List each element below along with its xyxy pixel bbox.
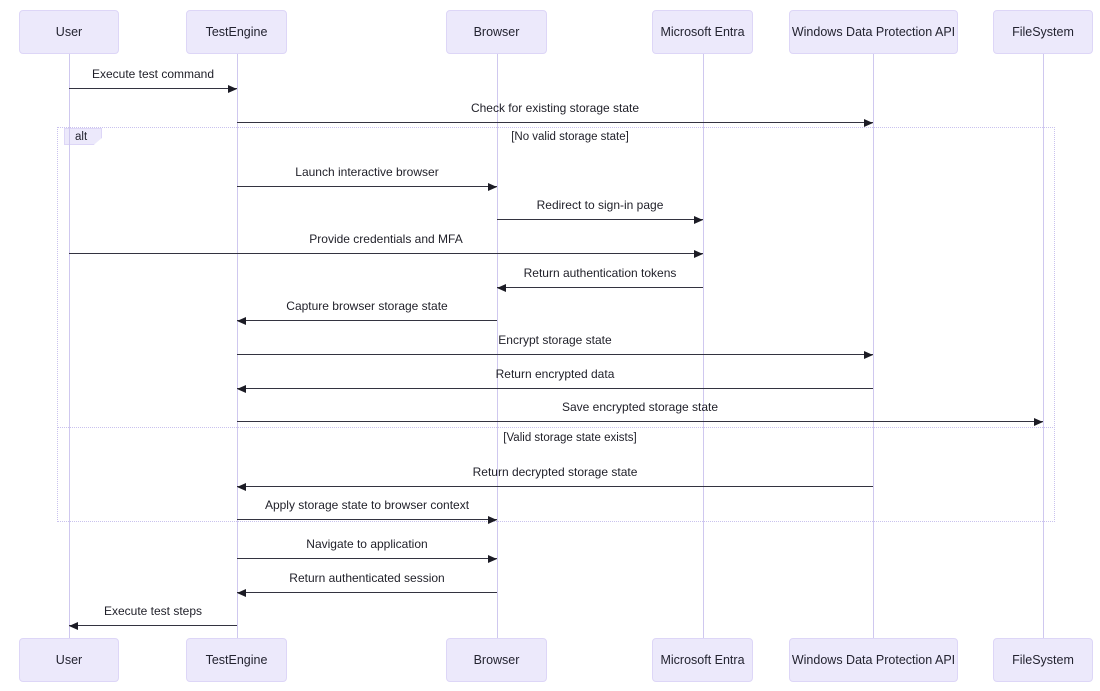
alt-frame (57, 127, 1055, 522)
message-line (497, 287, 703, 288)
participant-label: Microsoft Entra (660, 25, 745, 39)
participant-label: Browser (473, 653, 520, 667)
participant-fs-top[interactable]: FileSystem (993, 10, 1093, 54)
participant-label: TestEngine (205, 653, 268, 667)
alt-frame-tag: alt (64, 128, 102, 145)
message-label: Launch interactive browser (295, 165, 439, 179)
participant-label: FileSystem (1012, 25, 1074, 39)
arrowhead-right (864, 118, 873, 127)
message-label: Apply storage state to browser context (264, 498, 470, 512)
message-line (69, 253, 703, 254)
arrowhead-right (488, 554, 497, 563)
arrowhead-right (694, 215, 703, 224)
message-label: Return authentication tokens (523, 266, 677, 280)
arrowhead-right (864, 350, 873, 359)
arrowhead-right (694, 249, 703, 258)
alt-frame-divider (57, 427, 1055, 428)
arrowhead-left (497, 283, 506, 292)
arrowhead-left (237, 384, 246, 393)
message-label: Execute test steps (103, 604, 203, 618)
message-label: Return encrypted data (495, 367, 615, 381)
arrowhead-right (1034, 417, 1043, 426)
message-line (237, 320, 497, 321)
participant-entra-bottom[interactable]: Microsoft Entra (652, 638, 753, 682)
participant-browser-bottom[interactable]: Browser (446, 638, 547, 682)
message-line (237, 592, 497, 593)
lifeline-dpapi (873, 54, 874, 638)
message-label: Check for existing storage state (470, 101, 640, 115)
message-label: Capture browser storage state (286, 299, 448, 313)
arrowhead-left (237, 588, 246, 597)
participant-engine-bottom[interactable]: TestEngine (186, 638, 287, 682)
lifeline-entra (703, 54, 704, 638)
message-label: Save encrypted storage state (561, 400, 719, 414)
participant-label: TestEngine (205, 25, 268, 39)
message-line (237, 122, 873, 123)
participant-dpapi-bottom[interactable]: Windows Data Protection API (789, 638, 958, 682)
participant-dpapi-top[interactable]: Windows Data Protection API (789, 10, 958, 54)
message-line (69, 625, 237, 626)
participant-engine-top[interactable]: TestEngine (186, 10, 287, 54)
participant-label: Browser (473, 25, 520, 39)
message-label: Provide credentials and MFA (309, 232, 463, 246)
message-line (497, 219, 703, 220)
arrowhead-right (228, 84, 237, 93)
message-line (237, 519, 497, 520)
participant-entra-top[interactable]: Microsoft Entra (652, 10, 753, 54)
participant-user-top[interactable]: User (19, 10, 119, 54)
participant-label: User (55, 25, 83, 39)
message-label: Encrypt storage state (498, 333, 612, 347)
lifeline-user (69, 54, 70, 638)
alt-frame-condition: [No valid storage state] (511, 131, 629, 143)
message-line (237, 558, 497, 559)
lifeline-fs (1043, 54, 1044, 638)
arrowhead-right (488, 182, 497, 191)
message-line (237, 186, 497, 187)
message-label: Return decrypted storage state (472, 465, 638, 479)
message-label: Return authenticated session (289, 571, 445, 585)
lifeline-engine (237, 54, 238, 638)
participant-fs-bottom[interactable]: FileSystem (993, 638, 1093, 682)
message-line (237, 421, 1043, 422)
arrowhead-left (69, 621, 78, 630)
participant-label: FileSystem (1012, 653, 1074, 667)
lifeline-browser (497, 54, 498, 638)
participant-label: Windows Data Protection API (791, 25, 956, 39)
participant-label: User (55, 653, 83, 667)
message-line (237, 388, 873, 389)
message-label: Execute test command (91, 67, 215, 81)
message-label: Redirect to sign-in page (536, 198, 664, 212)
participant-label: Windows Data Protection API (791, 653, 956, 667)
message-label: Navigate to application (306, 537, 428, 551)
participant-label: Microsoft Entra (660, 653, 745, 667)
message-line (237, 486, 873, 487)
alt-frame-condition: [Valid storage state exists] (503, 432, 637, 444)
message-line (237, 354, 873, 355)
participant-browser-top[interactable]: Browser (446, 10, 547, 54)
arrowhead-left (237, 482, 246, 491)
participant-user-bottom[interactable]: User (19, 638, 119, 682)
arrowhead-left (237, 316, 246, 325)
message-line (69, 88, 237, 89)
arrowhead-right (488, 515, 497, 524)
